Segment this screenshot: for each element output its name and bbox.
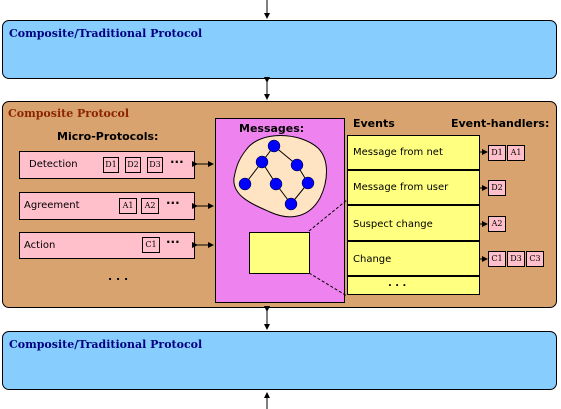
top-protocol-layer: Composite/Traditional Protocol [2, 20, 557, 79]
micro-protocol-agreement[interactable]: Agreement A1 A2 ··· [19, 192, 195, 220]
event-label: Change [353, 254, 392, 265]
event-handler-box: D3 [507, 251, 525, 267]
micro-protocol-label: Detection [29, 159, 78, 170]
zoom-line-top [308, 199, 348, 232]
graph-node [267, 139, 281, 153]
messages-heading: Messages: [239, 122, 305, 135]
event-suspect-change[interactable]: Suspect change [347, 205, 480, 241]
more-handlers: ··· [166, 235, 180, 249]
bottom-protocol-layer: Composite/Traditional Protocol [2, 331, 557, 390]
event-handler-box: D2 [488, 180, 506, 196]
graph-node [290, 158, 304, 172]
more-micro-protocols: . . . [108, 270, 129, 283]
event-label: Message from user [353, 182, 449, 193]
handler-box: A2 [141, 198, 159, 214]
event-message-from-user[interactable]: Message from user [347, 170, 480, 205]
micro-protocols-heading: Micro-Protocols: [57, 130, 159, 143]
handler-box: A1 [119, 198, 137, 214]
graph-node [238, 177, 252, 191]
more-handlers: ··· [170, 155, 184, 169]
event-handler-box: C1 [488, 251, 506, 267]
micro-protocol-label: Agreement [24, 200, 80, 211]
graph-node [269, 177, 283, 191]
handler-box: D3 [147, 157, 163, 173]
events-heading: Events [353, 117, 395, 130]
graph-node [284, 197, 298, 211]
handler-box: C1 [142, 237, 160, 253]
event-message-from-net[interactable]: Message from net [347, 135, 480, 170]
event-handler-box: A2 [488, 216, 506, 232]
more-handlers: ··· [166, 196, 180, 210]
composite-title: Composite Protocol [8, 107, 130, 120]
zoom-line-bottom [308, 272, 348, 297]
event-handler-box: C3 [526, 251, 544, 267]
graph-node [301, 176, 315, 190]
handler-box: D1 [103, 157, 119, 173]
event-handler-box: A1 [507, 145, 525, 161]
handler-box: D2 [125, 157, 141, 173]
event-label: Message from net [353, 147, 443, 158]
event-handler-box: D1 [488, 145, 506, 161]
top-layer-title: Composite/Traditional Protocol [9, 27, 203, 40]
bottom-layer-title: Composite/Traditional Protocol [9, 338, 203, 351]
message-buffer-box [249, 232, 310, 274]
events-more: . . . [388, 278, 407, 289]
micro-protocol-action[interactable]: Action C1 ··· [19, 232, 195, 259]
micro-protocol-detection[interactable]: Detection D1 D2 D3 ··· [19, 151, 195, 179]
message-graph-blob [233, 135, 327, 218]
micro-protocol-label: Action [24, 240, 56, 251]
event-label: Suspect change [353, 219, 433, 230]
events-more-row: . . . [347, 276, 480, 295]
handlers-heading: Event-handlers: [451, 117, 550, 130]
event-change[interactable]: Change [347, 241, 480, 276]
graph-node [255, 155, 269, 169]
